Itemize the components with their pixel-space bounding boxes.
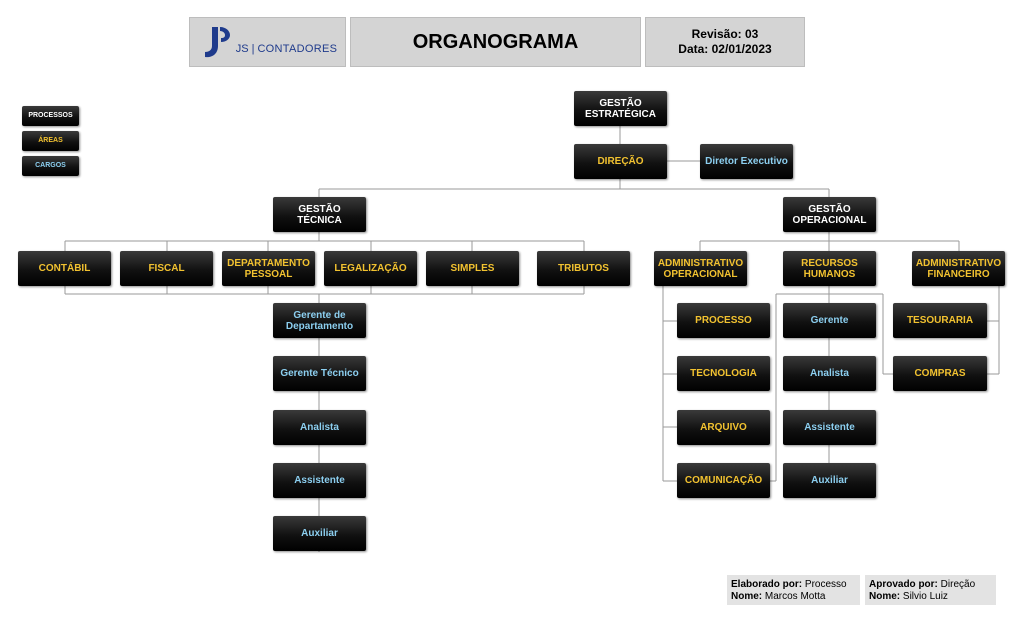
node-fiscal: FISCAL [120,251,213,286]
node-comunicacao: COMUNICAÇÃO [677,463,770,498]
logo-text: CONTADORES [257,43,338,55]
node-auxiliar-tecnico: Auxiliar [273,516,366,551]
logo-letters: JS [235,43,249,55]
elaborado-nome-label: Nome: [731,591,763,602]
aprovado-value: Direção [937,579,976,590]
node-gestao-operacional: GESTÃO OPERACIONAL [783,197,876,232]
node-tecnologia: TECNOLOGIA [677,356,770,391]
node-diretor-executivo: Diretor Executivo [700,144,793,179]
node-direcao: DIREÇÃO [574,144,667,179]
revision-box: Revisão: 03 Data: 02/01/2023 [645,17,805,67]
node-arquivo: ARQUIVO [677,410,770,445]
node-gerente-tecnico: Gerente Técnico [273,356,366,391]
logo-divider: | [251,43,255,55]
footer-elaborado: Elaborado por: Processo Nome: Marcos Mot… [727,575,860,605]
node-assistente-tecnico: Assistente [273,463,366,498]
node-gerente-departamento: Gerente de Departamento [273,303,366,338]
node-departamento-pessoal: DEPARTAMENTO PESSOAL [222,251,315,286]
node-recursos-humanos: RECURSOS HUMANOS [783,251,876,286]
node-gerente-rh: Gerente [783,303,876,338]
legend-areas: ÁREAS [22,131,79,151]
node-legalizacao: LEGALIZAÇÃO [324,251,417,286]
aprovado-line: Aprovado por: Direção [869,579,992,591]
legend-cargos: CARGOS [22,156,79,176]
node-compras: COMPRAS [893,356,987,391]
aprovado-label: Aprovado por: [869,579,938,590]
aprovado-nome-value: Silvio Luiz [900,591,948,602]
elaborado-label: Elaborado por: [731,579,803,590]
node-auxiliar-rh: Auxiliar [783,463,876,498]
aprovado-nome-line: Nome: Silvio Luiz [869,591,992,603]
date-text: Data: 02/01/2023 [678,42,772,56]
js-logo-icon [204,27,230,58]
footer-aprovado: Aprovado por: Direção Nome: Silvio Luiz [865,575,996,605]
node-tributos: TRIBUTOS [537,251,630,286]
legend-processos: PROCESSOS [22,106,79,126]
node-analista-tecnico: Analista [273,410,366,445]
node-administrativo-financeiro: ADMINISTRATIVO FINANCEIRO [912,251,1005,286]
elaborado-nome-line: Nome: Marcos Motta [731,591,856,603]
elaborado-value: Processo [802,579,847,590]
node-administrativo-operacional: ADMINISTRATIVO OPERACIONAL [654,251,747,286]
revision-text: Revisão: 03 [691,27,759,41]
node-assistente-rh: Assistente [783,410,876,445]
node-gestao-tecnica: GESTÃO TÉCNICA [273,197,366,232]
elaborado-nome-value: Marcos Motta [762,591,826,602]
node-tesouraria: TESOURARIA [893,303,987,338]
logo-box: JS | CONTADORES [189,17,346,67]
node-contabil: CONTÁBIL [18,251,111,286]
node-processo: PROCESSO [677,303,770,338]
elaborado-line: Elaborado por: Processo [731,579,856,591]
node-gestao-estrategica: GESTÃO ESTRATÉGICA [574,91,667,126]
aprovado-nome-label: Nome: [869,591,901,602]
node-analista-rh: Analista [783,356,876,391]
title-box: ORGANOGRAMA [350,17,641,67]
page-title: ORGANOGRAMA [412,30,579,53]
node-simples: SIMPLES [426,251,519,286]
